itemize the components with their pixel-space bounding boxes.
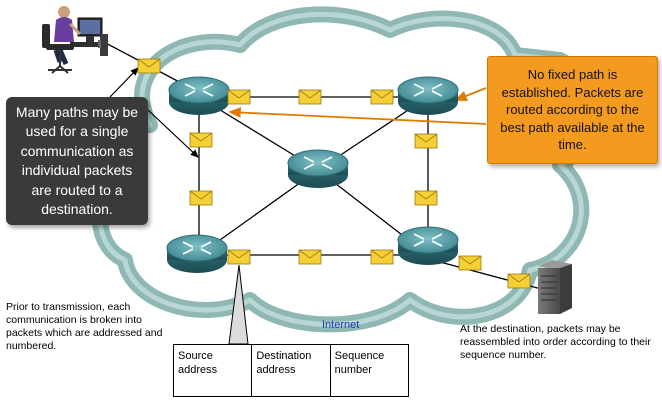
callout-no-fixed-path: No fixed path is established. Packets ar… [487,56,658,164]
router-bottom-left [166,234,228,274]
arrow-to-pc-link [109,67,139,98]
packet-field-source: Source address [172,344,253,397]
envelope-icon [458,255,482,271]
arrow-to-left-path [147,109,199,158]
envelope-icon [189,190,213,206]
callout-no-fixed-path-text: No fixed path is established. Packets ar… [500,67,645,153]
envelope-icon [137,58,161,74]
packet-fields-table: Source address Destination address Seque… [172,344,410,397]
envelope-icon [414,190,438,206]
envelope-icon [189,132,213,148]
envelope-icon [370,89,394,105]
callout-multiple-paths-text: Many paths may be used for a single comm… [15,103,139,218]
envelope-icon [227,89,251,105]
packet-field-destination: Destination address [251,344,331,397]
arrow-to-top-left-router [228,107,487,125]
envelope-icon [298,89,322,105]
workstation-icon [42,6,108,74]
note-prior-to-transmission: Prior to transmission, each communicatio… [6,301,163,352]
note-at-destination: At the destination, packets may be reass… [460,323,651,361]
router-top-left [168,76,230,116]
envelope-icon [298,249,322,265]
router-bottom-right [397,226,459,266]
router-top-right [397,76,459,116]
envelope-icon [507,273,531,289]
envelope-icon [370,249,394,265]
envelope-icon [227,249,251,265]
server-icon [538,260,572,314]
router-center [287,149,349,189]
arrow-to-top-right-router [454,87,487,102]
callout-multiple-paths: Many paths may be used for a single comm… [6,97,148,225]
internet-label: Internet [322,319,360,331]
packet-field-sequence: Sequence number [329,344,410,397]
envelope-icon [414,133,438,149]
